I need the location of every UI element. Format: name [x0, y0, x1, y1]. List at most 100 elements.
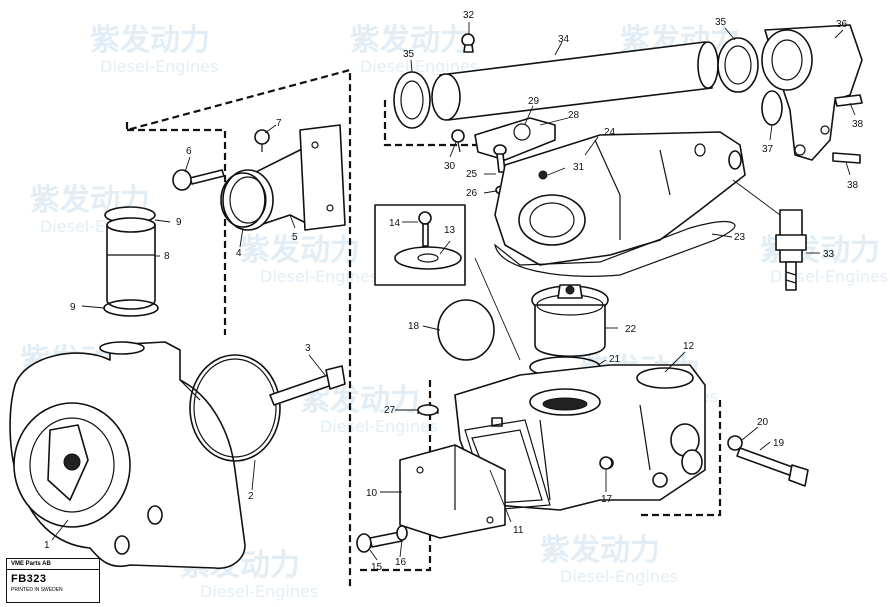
part-label-22: 22 [625, 324, 637, 335]
part-label-6: 6 [186, 146, 192, 157]
leader-lines [51, 22, 856, 561]
part-label-30: 30 [444, 161, 456, 172]
o-ring-pump [189, 354, 281, 462]
part-label-29: 29 [528, 96, 540, 107]
part-label-31: 31 [573, 162, 585, 173]
thermostat-housing-cover [494, 131, 746, 266]
sealing-ring-35-right [717, 37, 759, 93]
outlet-elbow [222, 124, 346, 231]
screw-15 [356, 531, 403, 553]
part-label-2: 2 [248, 491, 254, 502]
watermark-cn: 紫发动力 [240, 233, 360, 268]
part-label-7: 7 [276, 118, 282, 129]
washer-16 [396, 525, 408, 541]
watermark-cn: 紫发动力 [90, 23, 210, 58]
sealing-ring-35-left-inner [400, 80, 424, 120]
part-label-24: 24 [604, 127, 616, 138]
part-label-17: 17 [601, 494, 613, 505]
part-label-14: 14 [389, 218, 401, 229]
part-label-5: 5 [292, 232, 298, 243]
screw-7 [254, 129, 270, 152]
watermark-en: Diesel-Engines [260, 267, 378, 286]
part-label-28: 28 [568, 110, 580, 121]
temperature-sensor [775, 209, 807, 291]
screw-25 [493, 144, 507, 173]
part-label-38-lower: 38 [847, 180, 859, 191]
part-label-32: 32 [463, 10, 475, 21]
part-label-3: 3 [305, 343, 311, 354]
part-label-8: 8 [164, 251, 170, 262]
reference-print-note: PRINTED IN SWEDEN [11, 587, 63, 593]
part-label-38-upper: 38 [852, 119, 864, 130]
watermark-cn: 紫发动力 [540, 533, 660, 568]
part-label-18: 18 [408, 321, 420, 332]
part-label-35-right: 35 [715, 17, 727, 28]
thermostat [531, 284, 609, 358]
pump-housing [9, 341, 246, 570]
screw-30 [451, 129, 465, 153]
watermark-en: Diesel-Engines [360, 57, 478, 76]
elbow-connector [761, 24, 863, 161]
assembly-dashed-outline-top [383, 100, 505, 147]
part-label-23: 23 [734, 232, 746, 243]
o-ring-18 [437, 299, 495, 361]
part-label-15: 15 [371, 562, 383, 573]
part-label-27: 27 [384, 405, 396, 416]
watermark-en: Diesel-Engines [560, 567, 678, 586]
part-label-10: 10 [366, 488, 378, 499]
reference-code: FB323 [11, 573, 47, 585]
part-label-34: 34 [558, 34, 570, 45]
part-label-9-upper: 9 [176, 217, 182, 228]
reference-code-box: VME Parts AB FB323 PRINTED IN SWEDEN [6, 558, 100, 603]
watermark-en: Diesel-Engines [770, 267, 888, 286]
part-label-33: 33 [823, 249, 835, 260]
part-label-20: 20 [757, 417, 769, 428]
screw-32 [461, 33, 475, 53]
part-label-36: 36 [836, 19, 848, 30]
cover-10 [399, 444, 506, 539]
part-label-37: 37 [762, 144, 774, 155]
screw-6 [172, 169, 225, 191]
watermark-en: Diesel-Engines [100, 57, 218, 76]
assembly-dashed-outline-pipe [127, 128, 227, 335]
plug-17 [599, 456, 613, 470]
pump-bolt [269, 365, 346, 406]
bypass-pipe [431, 41, 719, 121]
nut-27 [417, 404, 439, 416]
screw-38-upper [834, 94, 863, 107]
screw-38-lower [832, 152, 861, 164]
part-label-25: 25 [466, 169, 478, 180]
part-label-12: 12 [683, 341, 695, 352]
bolt-19 [736, 447, 809, 487]
assembly-dashed-outline-right [640, 400, 722, 517]
o-ring-elbow [220, 172, 266, 228]
part-label-19: 19 [773, 438, 785, 449]
watermark-en: Diesel-Engines [200, 582, 318, 601]
washer-20 [727, 435, 743, 451]
part-label-35-left: 35 [403, 49, 415, 60]
o-ring-37 [761, 90, 783, 126]
assembly-dashed-outline-cover [360, 380, 432, 572]
gasket-23 [494, 220, 736, 277]
o-ring-pump-inner [193, 358, 277, 458]
part-label-11: 11 [513, 525, 524, 536]
sealing-ring-35-right-inner [724, 45, 752, 85]
part-label-9-lower: 9 [70, 302, 76, 313]
gasket-28-hole [513, 123, 531, 141]
inset-box [374, 204, 466, 286]
part-label-21: 21 [609, 354, 621, 365]
plug-31 [538, 170, 548, 180]
connecting-pipe [103, 206, 159, 317]
watermark-cn: 紫发动力 [350, 23, 470, 58]
part-label-1: 1 [44, 540, 50, 551]
part-label-26: 26 [466, 188, 478, 199]
watermark-en: Diesel-Engines [320, 417, 438, 436]
assembly-dashed-outline-left [125, 68, 352, 590]
part-label-16: 16 [395, 557, 407, 568]
reference-company: VME Parts AB [7, 559, 99, 570]
part-number-labels: 1 2 3 4 5 6 7 8 9 9 10 11 12 13 14 15 16… [44, 10, 864, 573]
part-label-4: 4 [236, 248, 242, 259]
part-label-13: 13 [444, 225, 456, 236]
